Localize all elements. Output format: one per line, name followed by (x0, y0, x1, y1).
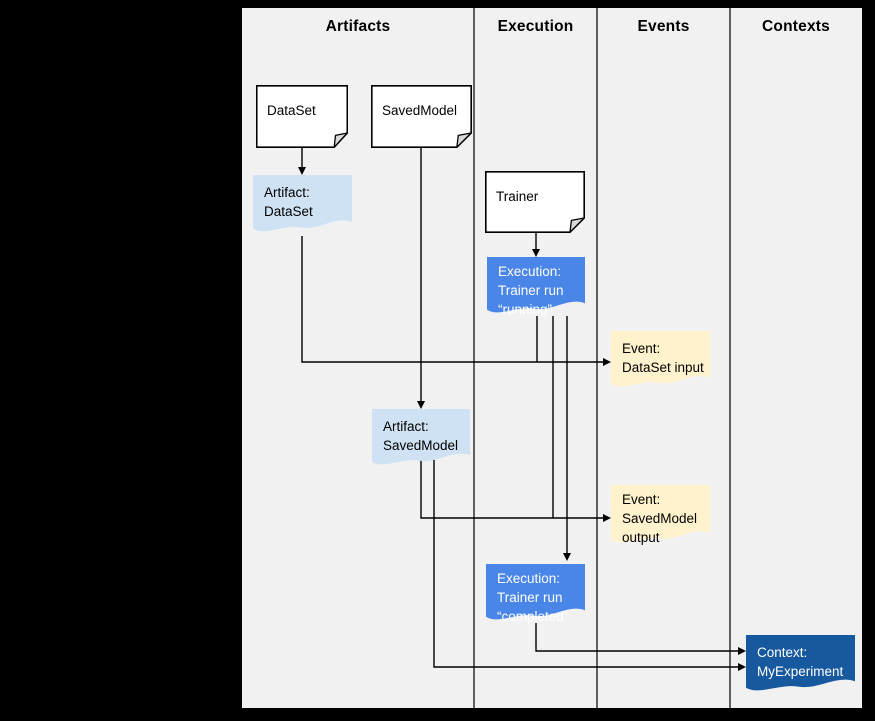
arrow-artifact-savedmodel-to-context (433, 458, 739, 668)
node-label: DataSet (267, 103, 316, 118)
connector-lines (298, 8, 746, 708)
document-shape (611, 331, 710, 387)
document-shape (746, 635, 855, 691)
arrowhead (738, 647, 746, 655)
node-label-line: “running” (498, 302, 553, 317)
document-shape (487, 257, 585, 313)
column-header-execution: Execution (497, 18, 574, 35)
node-label-line: Event: (622, 492, 661, 507)
arrowheads (298, 167, 746, 671)
diagram-panel: Artifacts Execution Events Contexts (242, 8, 862, 708)
arrowhead (738, 663, 746, 671)
node-event-dataset-input: Event: DataSet input (611, 331, 710, 392)
node-label-line: Artifact: (264, 185, 310, 200)
note-shape (371, 85, 472, 148)
document-shape (372, 409, 470, 465)
folded-corner (570, 218, 584, 232)
arrowhead (532, 249, 540, 257)
note-shape (256, 85, 348, 148)
node-execution-completed: Execution: Trainer run “completed” (486, 564, 585, 625)
node-label-line: “completed” (497, 609, 569, 624)
document-shape (611, 485, 710, 543)
node-label-line: SavedModel (383, 438, 459, 453)
arrow-artifact-savedmodel-to-event (420, 458, 604, 519)
node-label-line: MyExperiment (757, 664, 844, 679)
document-shape (253, 175, 352, 232)
node-label-line: Context: (757, 645, 808, 660)
node-label: Trainer (496, 188, 539, 204)
document-shape (486, 564, 585, 620)
node-dataset: DataSet (256, 85, 348, 148)
node-label-line: Execution: (497, 571, 561, 586)
node-artifact-dataset: Artifact: DataSet (253, 175, 352, 237)
node-label-line: output (622, 530, 660, 545)
node-label-line: Event: (622, 341, 661, 356)
arrowhead (563, 553, 571, 561)
arrow-execution-completed-to-context (535, 623, 739, 652)
node-execution-running: Execution: Trainer run “running” (487, 257, 585, 318)
column-header-artifacts: Artifacts (325, 18, 391, 35)
node-event-savedmodel-output: Event: SavedModel output (611, 485, 710, 548)
node-artifact-savedmodel: Artifact: SavedModel (372, 409, 470, 470)
node-trainer: Trainer (485, 171, 585, 233)
arrowhead (298, 167, 306, 175)
node-label-line: Trainer run (498, 283, 564, 298)
node-context-myexperiment: Context: MyExperiment (746, 635, 855, 696)
column-header-contexts: Contexts (762, 18, 830, 35)
folded-corner (334, 133, 347, 147)
folded-corner (457, 133, 471, 147)
node-label-line: Execution: (498, 264, 562, 279)
note-shape (485, 171, 585, 233)
arrow-artifact-dataset-to-event (301, 236, 604, 363)
node-label-line: DataSet input (622, 360, 704, 375)
arrowhead (603, 358, 611, 366)
column-header-events: Events (637, 18, 690, 35)
node-label: SavedModel (382, 103, 458, 118)
node-label-line: SavedModel (622, 511, 698, 526)
node-label-line: Artifact: (383, 419, 429, 434)
arrowhead (417, 401, 425, 409)
node-savedmodel: SavedModel (371, 85, 472, 148)
node-label-line: Trainer run (497, 590, 563, 605)
arrowhead (603, 514, 611, 522)
node-label-line: DataSet (264, 204, 313, 219)
